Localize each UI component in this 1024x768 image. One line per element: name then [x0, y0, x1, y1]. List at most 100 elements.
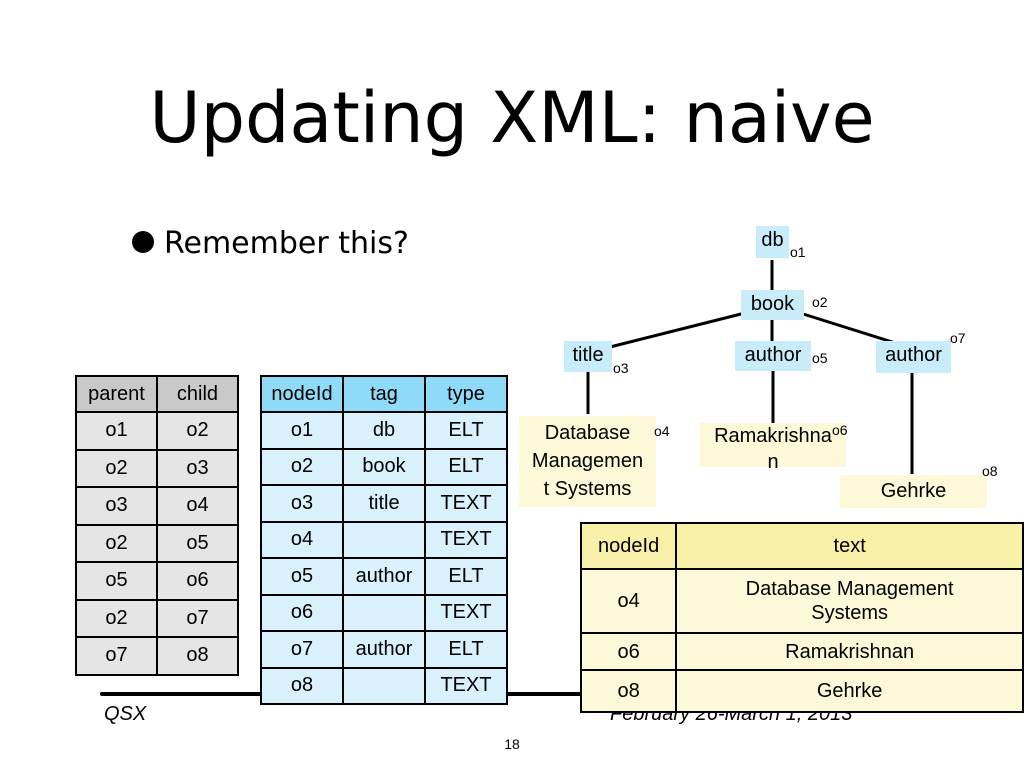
table-row: o3 title TEXT [260, 484, 508, 523]
oid-o1: o1 [790, 244, 806, 260]
oid-o5: o5 [812, 350, 828, 366]
tree-node-book: book [741, 290, 804, 320]
table-row: o7 author ELT [260, 630, 508, 669]
tree-text-ramakrishnan-line-2: n [767, 451, 779, 473]
oid-o6: o6 [832, 422, 848, 438]
table-row: o4 TEXT [260, 520, 508, 559]
table-header-row: nodeId text [579, 522, 1024, 570]
page-number: 18 [504, 736, 520, 752]
table-cell: o6 [579, 632, 678, 671]
table-cell: Ramakrishnan [675, 632, 1024, 671]
table-cell: o7 [156, 598, 239, 638]
table-header-row: nodeId tag type [260, 375, 508, 413]
bullet-dot-icon [132, 231, 154, 253]
table-cell: o8 [156, 636, 239, 676]
column-header: nodeId [579, 522, 678, 570]
table-cell: o8 [579, 669, 678, 713]
oid-o3: o3 [613, 360, 629, 376]
table-row: o6 Ramakrishnan [579, 632, 1024, 671]
table-cell: o7 [75, 636, 158, 676]
table-cell: TEXT [424, 484, 508, 523]
column-header: tag [342, 375, 426, 413]
table-cell [342, 593, 426, 632]
table-cell: ELT [424, 557, 508, 596]
table-cell: Gehrke [675, 669, 1024, 713]
edge-book-title [589, 311, 746, 354]
tree-text-ramakrishnan: Ramakrishna n [700, 423, 846, 473]
table-cell: TEXT [424, 593, 508, 632]
tree-text-database-line-1: Database [544, 422, 631, 444]
table-cell: book [342, 447, 426, 486]
table-row: o4 Database Management Systems [579, 568, 1024, 634]
oid-o8: o8 [982, 463, 998, 479]
table-row: o2 o7 [75, 598, 239, 638]
table-cell: o3 [75, 486, 158, 526]
table-cell: title [342, 484, 426, 523]
bullet-text: Remember this? [164, 226, 409, 261]
table-cell: o5 [75, 561, 158, 601]
tree-node-author-2: author [876, 341, 951, 373]
table-row: o2 o5 [75, 523, 239, 563]
footer-divider [100, 692, 930, 696]
table-row: o7 o8 [75, 636, 239, 676]
table-cell: db [342, 411, 426, 450]
table-row: o1 db ELT [260, 411, 508, 450]
tree-text-database: Database Managemen t Systems [519, 416, 656, 507]
table-cell: o8 [260, 666, 344, 705]
table-cell: o5 [156, 523, 239, 563]
slide-title: Updating XML: naive [149, 77, 875, 159]
edge-book-author2 [799, 311, 906, 348]
table-row: o8 Gehrke [579, 669, 1024, 713]
table-cell: Database Management Systems [675, 568, 1024, 634]
tree-text-ramakrishnan-line-1: Ramakrishna [714, 425, 832, 447]
tree-text-gehrke: Gehrke [840, 475, 987, 508]
table-cell: o2 [75, 598, 158, 638]
oid-o2: o2 [812, 294, 828, 310]
table-cell: author [342, 630, 426, 669]
table-cell: TEXT [424, 520, 508, 559]
footer-course: QSX [104, 703, 147, 725]
table-cell: o2 [156, 411, 239, 451]
parent-child-table: parent child o1 o2 o2 o3 o3 o4 o2 o5 o5 … [75, 375, 239, 676]
table-row: o3 o4 [75, 486, 239, 526]
tree-text-database-line-3: t Systems [543, 478, 632, 500]
table-cell: o4 [579, 568, 678, 634]
table-cell: o3 [260, 484, 344, 523]
table-cell: o3 [156, 448, 239, 488]
table-cell: o2 [260, 447, 344, 486]
tree-node-db: db [756, 226, 789, 258]
oid-o7: o7 [950, 330, 966, 346]
table-cell: o4 [156, 486, 239, 526]
table-header-row: parent child [75, 375, 239, 413]
column-header: parent [75, 375, 158, 413]
table-cell: ELT [424, 411, 508, 450]
text-table: nodeId text o4 Database Management Syste… [579, 522, 1024, 713]
tree-node-title: title [564, 341, 612, 372]
table-cell: o7 [260, 630, 344, 669]
column-header: nodeId [260, 375, 344, 413]
table-cell: o5 [260, 557, 344, 596]
bullet-item: Remember this? [132, 222, 409, 266]
table-row: o5 author ELT [260, 557, 508, 596]
node-table: nodeId tag type o1 db ELT o2 book ELT o3… [260, 375, 508, 705]
table-cell: o4 [260, 520, 344, 559]
table-cell: author [342, 557, 426, 596]
table-cell: TEXT [424, 666, 508, 705]
tree-text-database-line-2: Managemen [531, 450, 644, 472]
table-cell: o1 [260, 411, 344, 450]
table-row: o5 o6 [75, 561, 239, 601]
table-cell [342, 520, 426, 559]
table-cell: o6 [156, 561, 239, 601]
column-header: text [675, 522, 1024, 570]
table-row: o2 book ELT [260, 447, 508, 486]
table-cell [342, 666, 426, 705]
column-header: child [156, 375, 239, 413]
table-cell: ELT [424, 447, 508, 486]
table-row: o2 o3 [75, 448, 239, 488]
table-cell: o1 [75, 411, 158, 451]
tree-node-author-1: author [735, 341, 811, 371]
table-cell: o2 [75, 448, 158, 488]
table-row: o6 TEXT [260, 593, 508, 632]
column-header: type [424, 375, 508, 413]
